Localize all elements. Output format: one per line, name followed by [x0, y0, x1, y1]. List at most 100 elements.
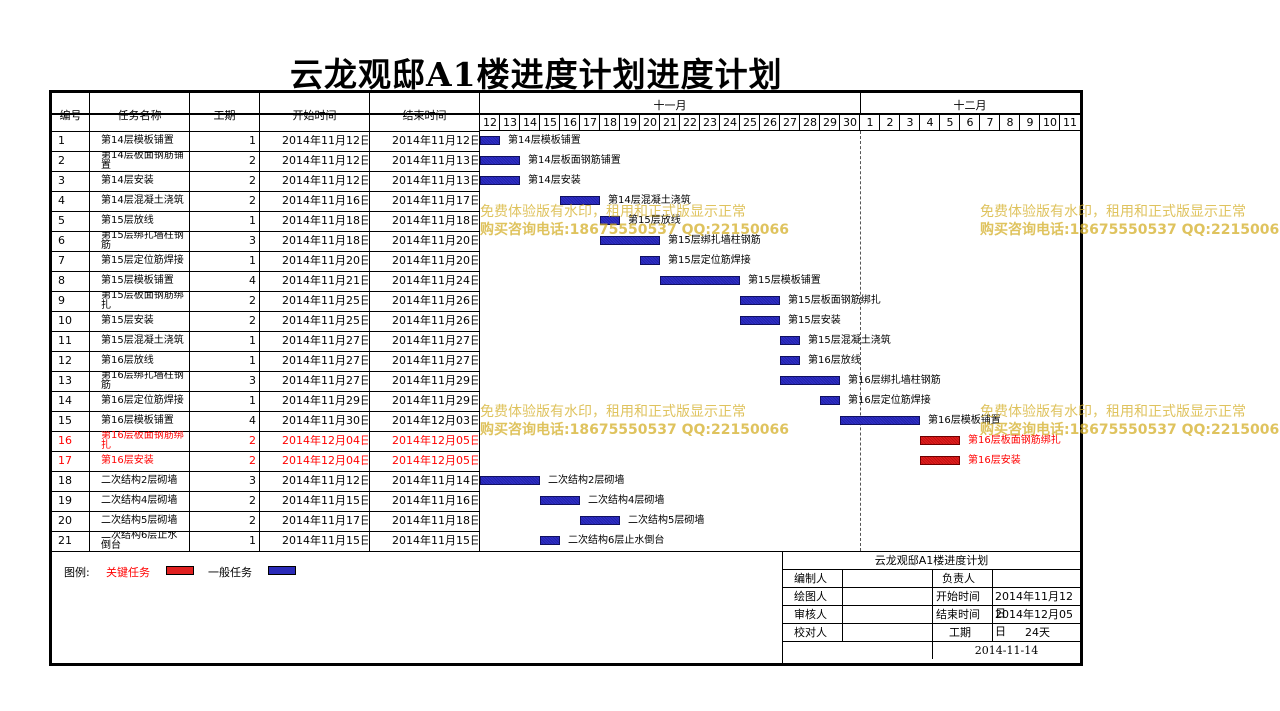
- task-id: 12: [58, 355, 72, 367]
- day-separator: [879, 115, 880, 131]
- day-separator: [599, 115, 600, 131]
- task-end: 2014年11月17日: [392, 195, 478, 207]
- day-separator: [719, 115, 720, 131]
- task-end: 2014年11月24日: [392, 275, 478, 287]
- grid-line: [52, 271, 480, 272]
- legend-critical-label: 关键任务: [106, 566, 150, 579]
- task-end: 2014年11月26日: [392, 295, 478, 307]
- task-duration: 1: [249, 395, 256, 407]
- duration-label: 工期: [949, 626, 971, 639]
- month-boundary-line: [860, 131, 861, 551]
- start-label: 开始时间: [936, 590, 980, 603]
- gantt-bar: [540, 536, 560, 545]
- day-separator: [919, 115, 920, 131]
- task-duration: 4: [249, 415, 256, 427]
- task-start: 2014年11月27日: [282, 355, 368, 367]
- month-nov: 十一月: [653, 99, 687, 112]
- task-name: 第16层板面钢筋绑扎: [101, 431, 184, 451]
- task-start: 2014年11月29日: [282, 395, 368, 407]
- task-name: 第15层放线: [101, 215, 154, 226]
- task-name: 第16层安装: [101, 455, 154, 466]
- task-start: 2014年11月18日: [282, 235, 368, 247]
- day-separator: [939, 115, 940, 131]
- task-name: 第15层绑扎墙柱钢筋: [101, 231, 184, 251]
- day-label: 2: [886, 116, 894, 129]
- task-start: 2014年12月04日: [282, 435, 368, 447]
- task-end: 2014年11月27日: [392, 355, 478, 367]
- task-name: 第14层模板铺置: [101, 135, 174, 146]
- header-name: 任务名称: [117, 109, 162, 122]
- day-label: 19: [623, 116, 637, 129]
- day-label: 18: [603, 116, 617, 129]
- task-id: 3: [58, 175, 65, 187]
- gantt-bar-label: 第14层模板铺置: [508, 135, 581, 146]
- day-separator: [1059, 115, 1060, 131]
- task-duration: 1: [249, 135, 256, 147]
- task-duration: 2: [249, 515, 256, 527]
- task-name: 第16层模板铺置: [101, 415, 174, 426]
- grid-line: [52, 451, 480, 452]
- reviewer-label: 审核人: [794, 608, 827, 621]
- header-divider: [52, 113, 1080, 115]
- task-duration: 2: [249, 455, 256, 467]
- task-start: 2014年11月16日: [282, 195, 368, 207]
- gantt-bar: [640, 256, 660, 265]
- task-end: 2014年12月03日: [392, 415, 478, 427]
- day-label: 14: [523, 116, 537, 129]
- gantt-bar-label: 第15层模板铺置: [748, 275, 821, 286]
- watermark: 免费体验版有水印，租用和正式版显示正常购买咨询电话:18675550537 QQ…: [480, 404, 789, 438]
- month-dec: 十二月: [953, 99, 987, 112]
- task-id: 19: [58, 495, 72, 507]
- task-id: 4: [58, 195, 65, 207]
- gantt-bar-label: 第16层定位筋焊接: [848, 395, 931, 406]
- gantt-bar-label: 第14层安装: [528, 175, 581, 186]
- watermark: 免费体验版有水印，租用和正式版显示正常购买咨询电话:18675550537 QQ…: [980, 404, 1280, 438]
- task-id: 18: [58, 475, 72, 487]
- task-id: 7: [58, 255, 65, 267]
- task-id: 20: [58, 515, 72, 527]
- day-separator: [839, 115, 840, 131]
- task-end: 2014年11月20日: [392, 255, 478, 267]
- task-start: 2014年11月12日: [282, 175, 368, 187]
- grid-line: [52, 411, 480, 412]
- legend-normal-label: 一般任务: [208, 566, 252, 579]
- day-label: 22: [683, 116, 697, 129]
- gantt-bar-label: 二次结构2层砌墙: [548, 475, 625, 486]
- task-name: 二次结构4层砌墙: [101, 495, 178, 506]
- task-id: 2: [58, 155, 65, 167]
- day-label: 29: [823, 116, 837, 129]
- gantt-bar: [740, 316, 780, 325]
- task-start: 2014年11月21日: [282, 275, 368, 287]
- day-separator: [739, 115, 740, 131]
- gantt-bar: [780, 376, 840, 385]
- gantt-bar-label: 第16层板面钢筋绑扎: [968, 435, 1061, 446]
- end-value: 2014年12月05日: [995, 608, 1073, 638]
- grid-line: [52, 511, 480, 512]
- gantt-bar: [840, 416, 920, 425]
- task-id: 21: [58, 535, 72, 547]
- gantt-bar: [480, 156, 520, 165]
- owner-label: 负责人: [942, 572, 975, 585]
- task-duration: 3: [249, 235, 256, 247]
- task-duration: 1: [249, 255, 256, 267]
- grid-line: [259, 93, 260, 551]
- grid-line: [480, 130, 1080, 131]
- task-start: 2014年11月27日: [282, 335, 368, 347]
- day-label: 6: [966, 116, 974, 129]
- task-name: 第14层安装: [101, 175, 154, 186]
- day-separator: [679, 115, 680, 131]
- drawer-label: 绘图人: [794, 590, 827, 603]
- task-start: 2014年11月25日: [282, 295, 368, 307]
- gantt-bar: [480, 476, 540, 485]
- day-label: 16: [563, 116, 577, 129]
